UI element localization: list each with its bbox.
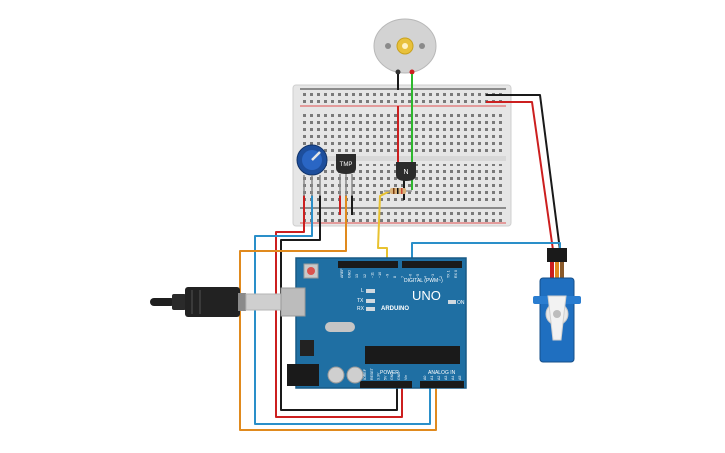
pin-label: 13 [355,274,359,278]
power-header [360,381,412,388]
led-l-label: L [361,288,364,294]
digital-header-left [338,261,398,268]
wire-black-gnd [280,195,398,411]
pin-label: 2 [439,276,443,278]
pin-label: A4 [451,376,455,380]
led-rx [366,307,375,311]
temperature-sensor-icon[interactable]: TMP [336,154,356,196]
terminal-holes-top [300,113,506,154]
pin-label: RX 0 [454,270,458,278]
pin-label: 7 [401,276,405,278]
wire-red-rail-to-servo [486,101,554,251]
pin-label: A0 [423,376,427,380]
arduino-uno-board[interactable]: L TX RX ON UNO ARDUINO DIGITAL (PWM~) PO… [280,257,467,389]
analog-header [420,381,464,388]
uno-label: UNO [412,288,441,303]
analog-label: ANALOG IN [428,370,456,376]
atmega-chip [365,346,460,364]
led-on [448,300,456,304]
pin-label: AREF [340,268,344,278]
pin-label: ~11 [370,272,374,278]
reset-button[interactable] [307,267,315,275]
pin-label: Vin [404,375,408,380]
wire-yellow-pin9 [377,189,393,262]
wire-blue-pin-to-servo [411,242,561,262]
pin-label: GND [390,372,394,380]
potentiometer-icon[interactable] [296,144,328,196]
wire-orange-sensor [239,195,437,431]
top-rail-holes [300,92,506,104]
pin-label: A3 [444,376,448,380]
pin-label: ~10 [378,272,382,278]
usb-plug-icon[interactable] [150,287,302,317]
wire-red-5v [275,195,403,418]
pin-label: TX 1 [446,270,450,278]
npn-transistor-icon[interactable]: N [396,162,416,181]
pin-label: ~3 [431,274,435,278]
pin-label: GND [397,372,401,380]
pin-label: IOREF [363,368,367,380]
pin-label: A1 [430,376,434,380]
sensor-label: TMP [340,162,353,168]
led-tx [366,299,375,303]
resistor-icon[interactable] [384,188,412,194]
led-l [366,289,375,293]
led-tx-label: TX [357,298,364,304]
power-label: POWER [380,370,399,376]
transistor-label: N [403,169,408,176]
pin-label: ~5 [416,274,420,278]
wire-blue-pot [254,195,431,425]
digital-header-right [402,261,462,268]
dc-motor-icon[interactable] [373,18,437,75]
arduino-logo-text: ARDUINO [381,306,409,312]
bottom-rail-holes [300,210,506,222]
pin-label: 5V [383,375,387,380]
pin-label: 8 [393,276,397,278]
breadboard-center-channel [300,156,506,161]
pin-label: RESET [370,367,374,380]
wire-black-rail-to-servo [486,94,561,251]
servo-motor-icon[interactable] [533,248,581,363]
regulator [300,340,314,356]
crystal [325,322,355,332]
pin-label: ~9 [386,274,390,278]
led-rx-label: RX [357,306,365,312]
digital-label: DIGITAL (PWM~) [404,278,443,284]
pin-label: ~6 [408,274,412,278]
pin-label: 4 [424,276,428,278]
pin-label: 12 [363,274,367,278]
on-label: ON [457,300,465,306]
pin-label: A2 [437,376,441,380]
pin-label: A5 [458,376,462,380]
wires [239,74,561,431]
pin-label: GND [348,270,352,278]
pin-label: 3.3V [377,372,381,380]
